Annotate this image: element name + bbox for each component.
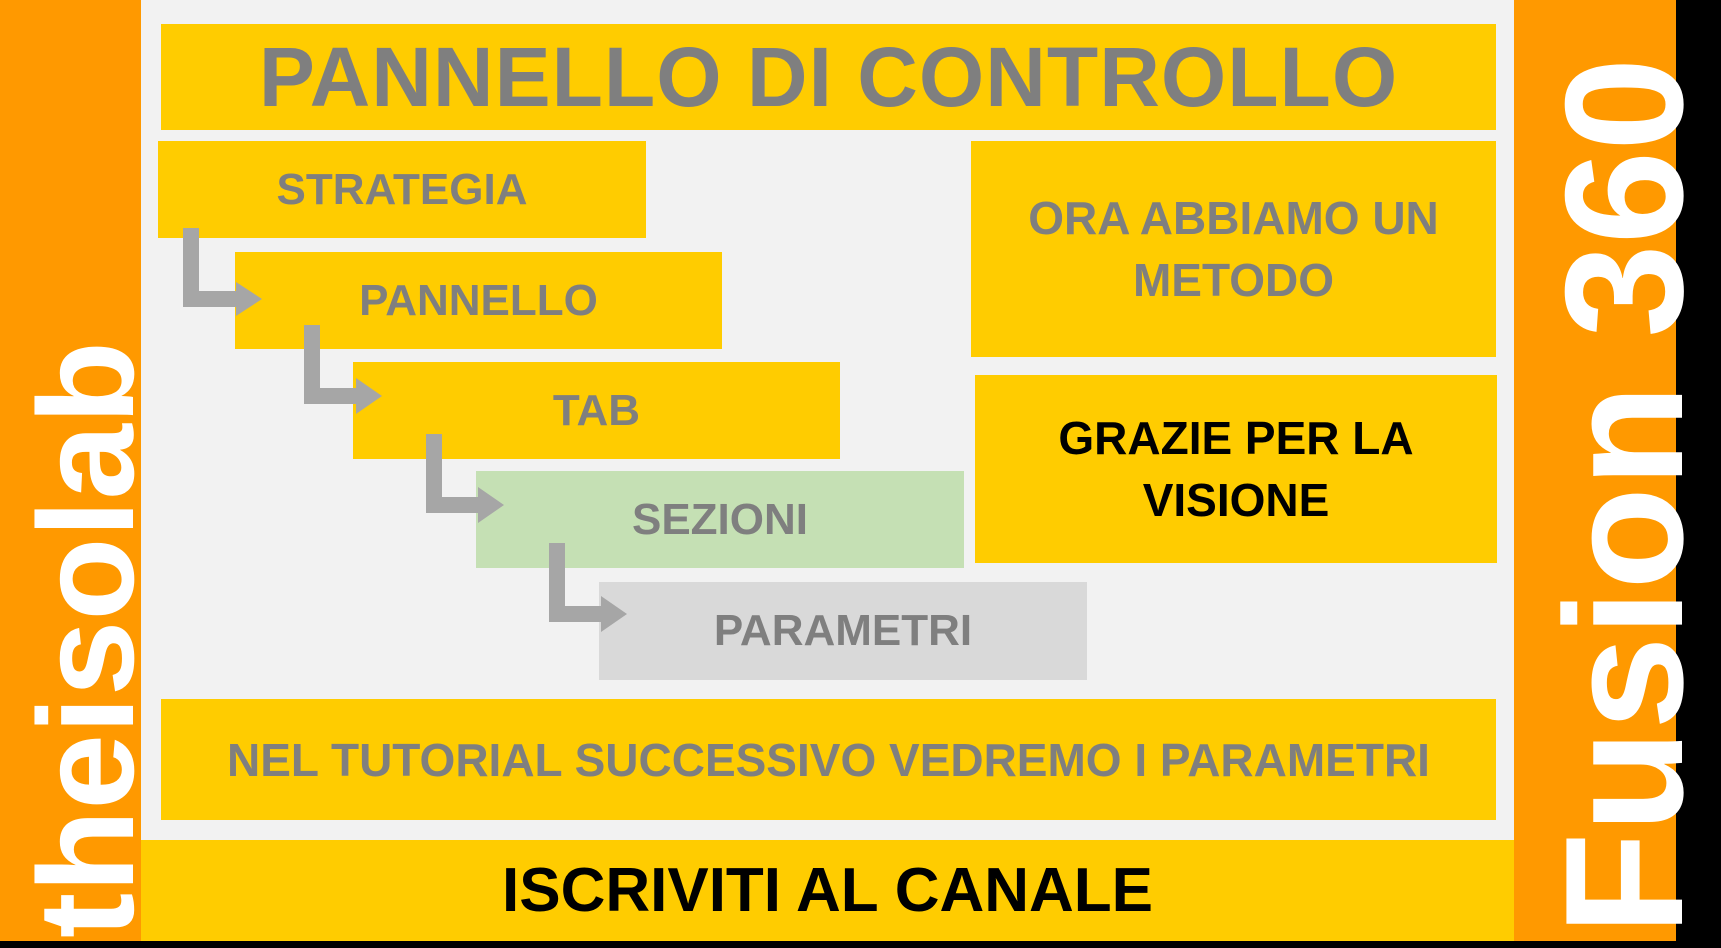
elbow-arrow-icon — [183, 228, 262, 316]
elbow-arrow-icon — [304, 325, 382, 414]
step-parametri: PARAMETRI — [599, 582, 1087, 680]
method-note: ORA ABBIAMO UN METODO — [971, 141, 1496, 357]
right-brand-band: Fusion 360 — [1514, 0, 1718, 941]
left-brand-band: theisolab — [0, 0, 162, 941]
thanks-note: GRAZIE PER LA VISIONE — [975, 375, 1497, 563]
step-strategia: STRATEGIA — [158, 141, 646, 238]
subscribe-banner: ISCRIVITI AL CANALE — [141, 840, 1514, 941]
next-tutorial-banner: NEL TUTORIAL SUCCESSIVO VEDREMO I PARAME… — [161, 699, 1496, 820]
elbow-arrow-icon — [549, 543, 627, 632]
fusion-360-logo-text: Fusion 360 — [1530, 57, 1718, 935]
page-title: PANNELLO DI CONTROLLO — [161, 24, 1496, 130]
elbow-arrow-icon — [426, 434, 504, 523]
